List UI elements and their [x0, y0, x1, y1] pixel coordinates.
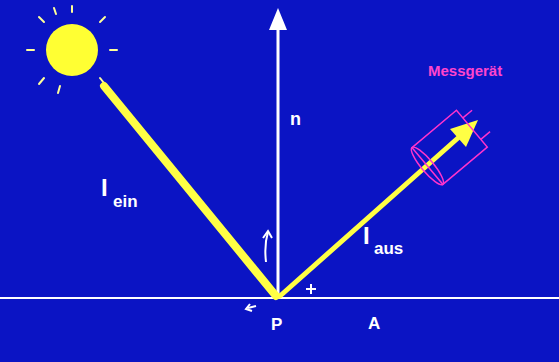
- normal-label: n: [290, 110, 301, 128]
- point-label: P: [271, 316, 282, 333]
- device-label: Messgerät: [428, 63, 502, 78]
- subscript-label: ein: [113, 193, 138, 210]
- outgoing-beam: [280, 120, 478, 296]
- area-label: A: [368, 315, 380, 332]
- sun-symbol: [27, 6, 117, 93]
- normal-arrow: [269, 8, 287, 296]
- incoming-beam: [104, 86, 276, 296]
- intensity-symbol: I: [101, 176, 108, 200]
- subscript-label: aus: [374, 240, 403, 257]
- angle-marks: [246, 231, 316, 311]
- measuring-device: [407, 103, 496, 189]
- intensity-symbol: I: [363, 224, 370, 248]
